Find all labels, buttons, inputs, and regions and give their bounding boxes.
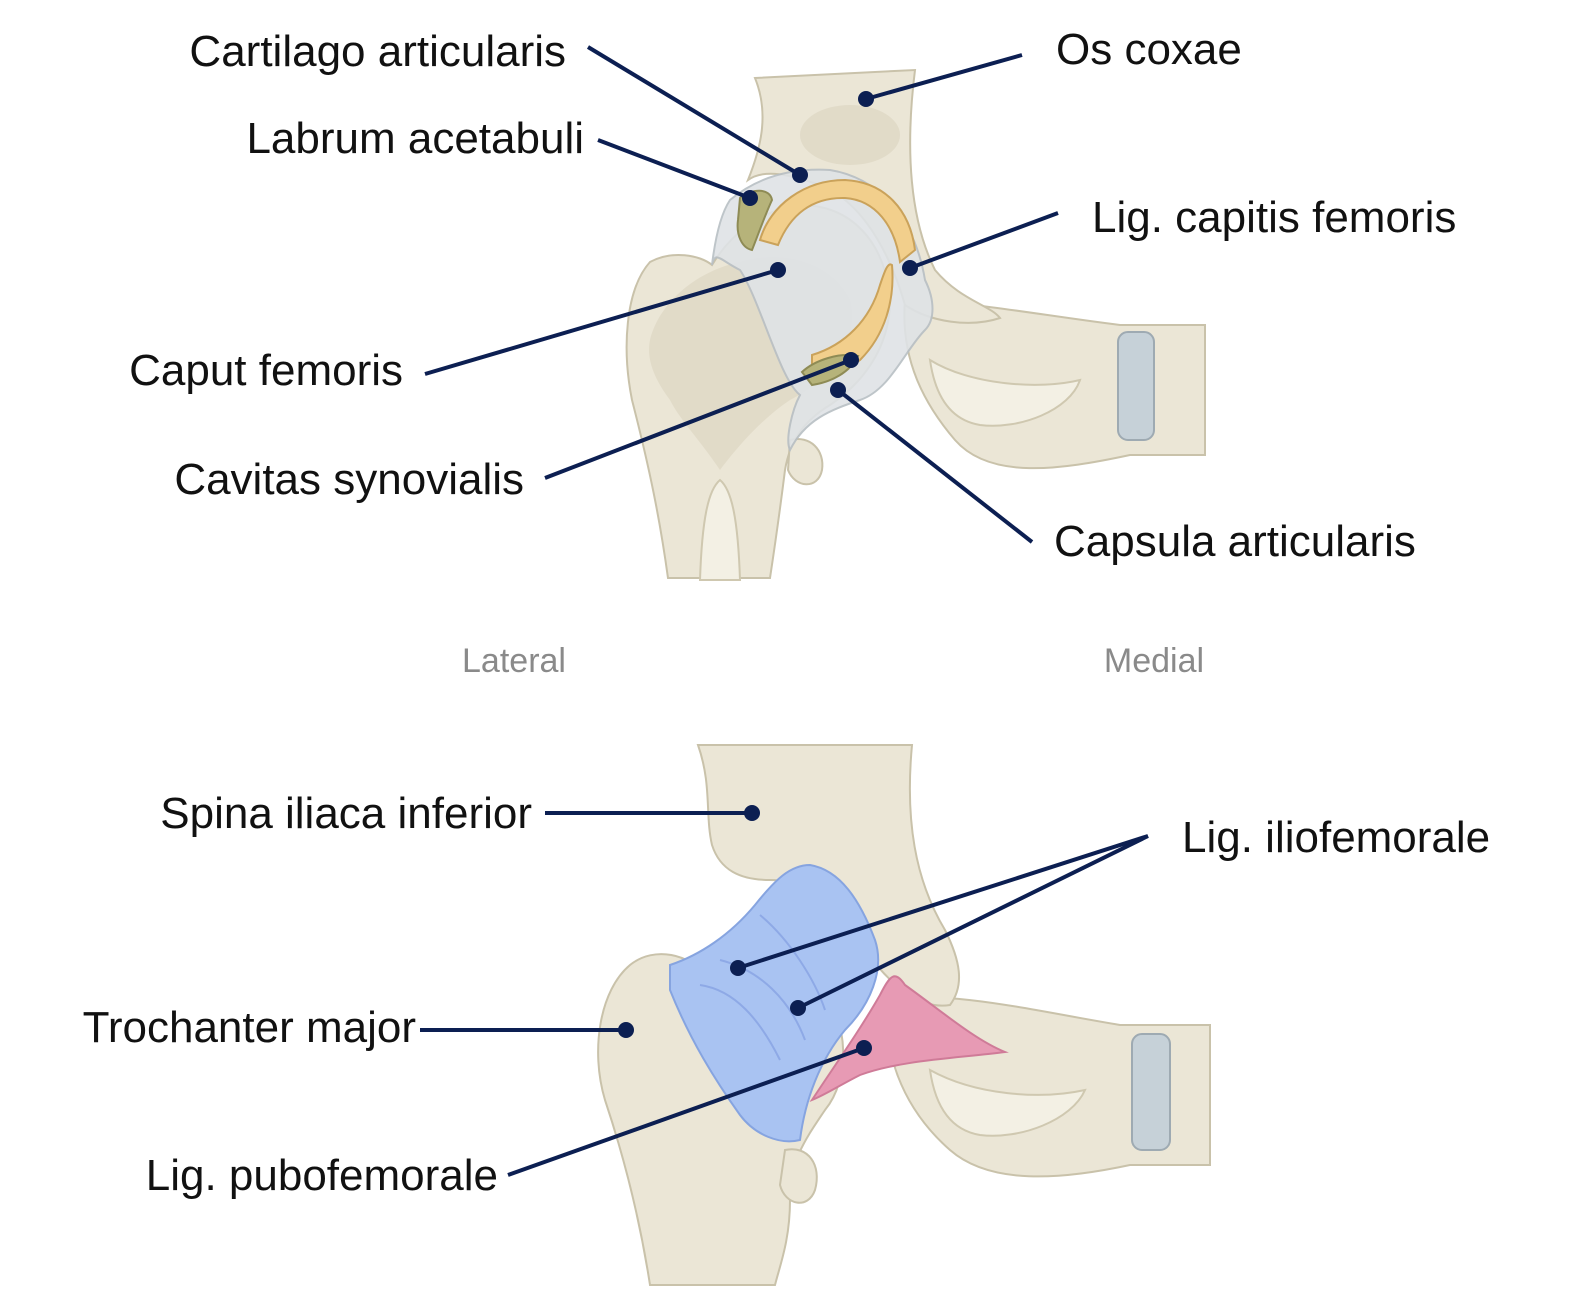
dot-lig-ilio-b <box>790 1000 806 1016</box>
label-cavitas-synovialis: Cavitas synovialis <box>174 455 524 504</box>
leader-lines <box>420 45 1149 1177</box>
dot-cartilago <box>792 167 808 183</box>
symphysis-band-anterior <box>1131 1033 1171 1151</box>
symphysis-band <box>1117 331 1155 441</box>
label-cartilago-articularis: Cartilago articularis <box>189 27 566 76</box>
label-trochanter-major: Trochanter major <box>83 1003 416 1052</box>
iliofemoral-ligament-shape <box>669 863 880 1143</box>
dot-lig-capitis <box>902 260 918 276</box>
label-labrum-acetabuli: Labrum acetabuli <box>246 114 584 163</box>
labrum-shape <box>736 189 774 252</box>
label-lig-pubofemorale: Lig. pubofemorale <box>146 1151 498 1200</box>
dot-lig-ilio-a <box>730 960 746 976</box>
leader-labrum <box>597 138 751 200</box>
leader-cartilago <box>586 45 802 177</box>
leader-caput <box>424 268 779 376</box>
leader-lig-capitis <box>909 211 1059 270</box>
ilio-fiber-3 <box>759 914 826 1011</box>
anterior-view-illustration <box>597 744 1211 1286</box>
leader-lig-ilio-a <box>737 834 1149 970</box>
label-capsula-articularis: Capsula articularis <box>1054 517 1416 566</box>
obturator-opening-anterior <box>928 1068 1087 1137</box>
direction-lateral: Lateral <box>462 642 566 680</box>
leader-capsula <box>836 388 1034 544</box>
dot-capsula <box>830 382 846 398</box>
ilio-fiber-1 <box>699 984 781 1061</box>
pubofemoral-ligament-shape <box>809 975 1009 1103</box>
leader-lig-ilio-b <box>797 834 1149 1010</box>
label-os-coxae: Os coxae <box>1056 25 1242 74</box>
label-spina-iliaca-inferior: Spina iliaca inferior <box>160 789 532 838</box>
direction-medial: Medial <box>1104 642 1204 680</box>
obturator-opening <box>928 358 1082 427</box>
dot-labrum <box>742 190 758 206</box>
medullary-cavity <box>698 478 742 581</box>
dot-os-coxae <box>858 91 874 107</box>
label-lig-capitis-femoris: Lig. capitis femoris <box>1092 193 1456 242</box>
leader-os-coxae <box>865 53 1023 101</box>
label-lig-iliofemorale: Lig. iliofemorale <box>1182 813 1490 862</box>
leader-lig-pubo <box>507 1046 865 1177</box>
lesser-trochanter-anterior <box>778 1148 818 1204</box>
acetabular-cartilage <box>758 178 917 264</box>
leader-cavitas <box>544 358 852 480</box>
dot-cavitas <box>843 352 859 368</box>
coronal-section-illustration <box>625 68 1206 581</box>
lesser-trochanter <box>786 438 824 486</box>
label-caput-femoris: Caput femoris <box>129 346 403 395</box>
dot-trochanter <box>618 1022 634 1038</box>
labels: Cartilago articularis Os coxae Labrum ac… <box>83 25 1491 1200</box>
ilium-spongy <box>800 105 900 165</box>
dot-lig-pubo <box>856 1040 872 1056</box>
dot-caput <box>770 262 786 278</box>
dot-spina <box>744 805 760 821</box>
